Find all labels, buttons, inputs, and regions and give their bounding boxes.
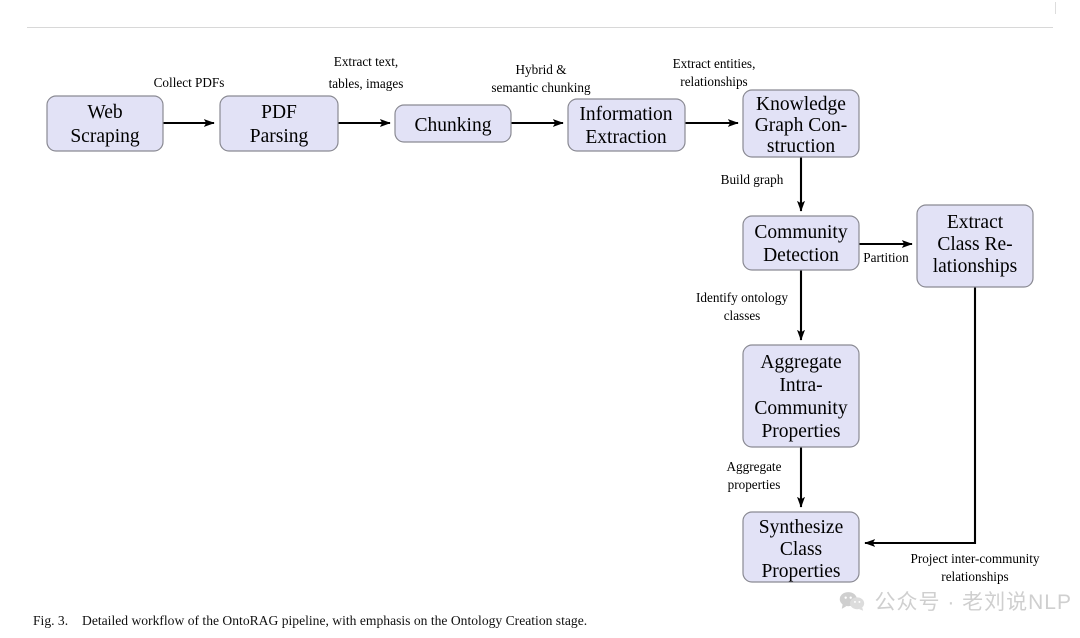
edge-label-web-to-pdf-line-1: Collect PDFs [154,75,225,90]
node-aggregate-line-3: Community [754,398,847,419]
node-pdf-parsing-line-2: Parsing [250,126,309,147]
edge-label-extract-to-synthesize-line-2: relationships [941,569,1008,584]
edge-label-chunking-to-ie-line-2: semantic chunking [491,80,591,95]
figure-caption: Fig. 3. Detailed workflow of the OntoRAG… [33,613,587,628]
node-extract-class-line-2: Class Re- [937,234,1012,255]
node-knowledge-graph-construction[interactable]: Knowledge Graph Con- struction [742,89,860,158]
node-aggregate-intra-community-properties[interactable]: Aggregate Intra- Community Properties [742,344,860,448]
figure-caption-text: Detailed workflow of the OntoRAG pipelin… [82,613,587,628]
figure-caption-prefix: Fig. 3. [33,613,68,628]
node-information-extraction-line-2: Extraction [585,127,666,148]
edge-community-detection-to-aggregate: Identify ontology classes [696,270,805,341]
edge-label-pdf-to-chunking-line-1: Extract text, [334,54,398,69]
edge-label-community-to-aggregate-line-1: Identify ontology [696,290,788,305]
page-top-rule [27,27,1053,28]
node-community-detection-line-1: Community [754,222,847,243]
page-corner-mark [1055,2,1066,14]
edge-label-aggregate-to-synthesize-line-2: properties [728,477,781,492]
edge-web-to-pdf: Collect PDFs [154,75,225,127]
node-kg-line-3: struction [767,136,835,157]
node-kg-line-2: Graph Con- [755,115,848,136]
edge-knowledge-graph-to-community-detection: Build graph [721,157,805,212]
edge-label-chunking-to-ie-line-1: Hybrid & [516,62,568,77]
edge-label-ie-to-kg-line-1: Extract entities, [673,56,756,71]
node-synthesize-line-3: Properties [761,561,840,582]
node-community-detection-line-2: Detection [763,245,839,266]
edge-label-ie-to-kg-line-2: relationships [680,74,747,89]
node-chunking-line-1: Chunking [415,115,492,136]
edge-label-community-to-extract-line-1: Partition [863,250,909,265]
edge-label-extract-to-synthesize-line-1: Project inter-community [910,551,1039,566]
node-kg-line-1: Knowledge [756,94,846,115]
node-aggregate-line-1: Aggregate [760,352,841,373]
node-synthesize-line-2: Class [780,539,822,560]
node-chunking[interactable]: Chunking [394,104,512,143]
node-aggregate-line-2: Intra- [779,375,822,396]
node-web-scraping-line-2: Scraping [70,126,140,147]
node-synthesize-line-1: Synthesize [759,517,843,538]
node-aggregate-line-4: Properties [761,421,840,442]
edge-community-detection-to-extract-class-relationships: Partition [859,240,913,265]
edge-label-community-to-aggregate-line-2: classes [724,308,761,323]
node-extract-class-line-1: Extract [947,212,1004,233]
edge-pdf-to-chunking: Extract text, tables, images [329,54,404,127]
edge-label-kg-to-community-line-1: Build graph [721,172,784,187]
edge-aggregate-to-synthesize: Aggregate properties [727,447,805,508]
node-information-extraction[interactable]: Information Extraction [567,98,686,152]
node-extract-class-relationships[interactable]: Extract Class Re- lationships [916,204,1034,288]
edge-extract-class-relationships-to-synthesize: Project inter-community relationships [864,287,1040,584]
node-web-scraping-line-1: Web [87,102,122,123]
edge-label-aggregate-to-synthesize-line-1: Aggregate [727,459,782,474]
node-community-detection[interactable]: Community Detection [742,215,860,271]
edge-information-extraction-to-knowledge-graph: Extract entities, relationships [673,56,756,127]
node-pdf-parsing[interactable]: PDF Parsing [219,95,339,152]
node-pdf-parsing-line-1: PDF [261,102,297,123]
node-synthesize-class-properties[interactable]: Synthesize Class Properties [742,511,860,583]
node-web-scraping[interactable]: Web Scraping [46,95,164,152]
edge-chunking-to-information-extraction: Hybrid & semantic chunking [491,62,591,127]
node-extract-class-line-3: lationships [933,256,1018,277]
node-information-extraction-line-1: Information [579,104,672,125]
edge-label-pdf-to-chunking-line-2: tables, images [329,76,404,91]
